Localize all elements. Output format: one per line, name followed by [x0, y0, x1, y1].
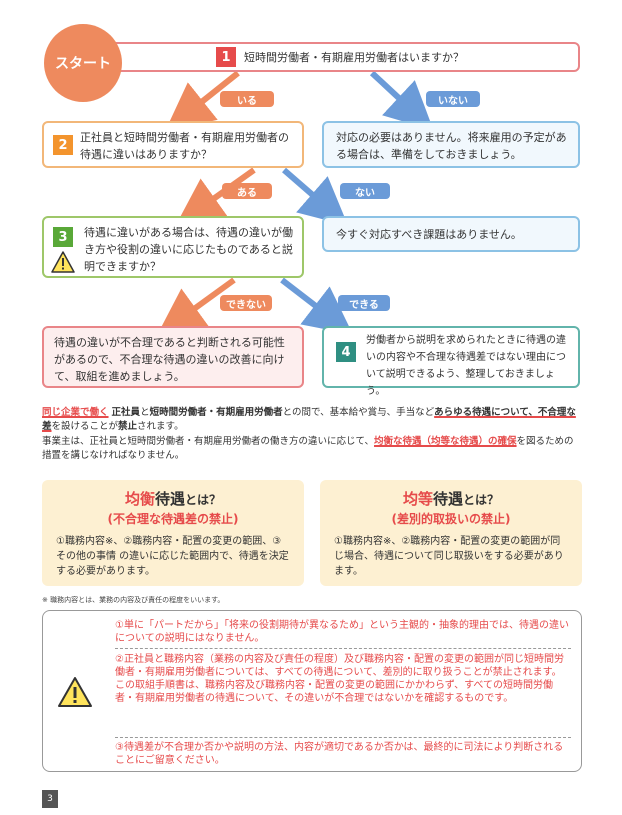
text-fragment: を設けることが — [51, 421, 119, 432]
warning-icon — [58, 677, 92, 707]
improve-result-text: 待遇の違いが不合理であると判断される可能性があるので、不合理な待遇の違いの改善に… — [54, 336, 285, 383]
kinkou-title: 均衡待遇とは？ — [56, 490, 290, 510]
kintou-title-rest: 待遇 — [432, 490, 463, 508]
note-divider — [115, 648, 571, 649]
same-company-phrase: 同じ企業で働く — [42, 407, 109, 418]
question-3-box: 3 待遇に違いがある場合は、待遇の違いが働き方や役割の違いに応じたものであると説… — [42, 216, 304, 278]
question-2-text: 正社員と短時間労働者・有期雇用労働者の待遇に違いはありますか？ — [80, 131, 289, 161]
kintou-subtitle: (差別的取扱いの禁止) — [391, 512, 511, 526]
arrow-icon — [369, 70, 434, 131]
kinkou-body: ①職務内容※、②職務内容・配置の変更の範囲、③その他の事情 の違いに応じた範囲内… — [56, 536, 289, 577]
page-number: 3 — [42, 790, 58, 808]
note-item-1: ①単に「パートだから」「将来の役割期待が異なるため」という主観的・抽象的理由では… — [115, 620, 569, 644]
arrow-icon — [156, 277, 236, 337]
note-divider — [115, 737, 571, 738]
question-1-box: 1 短時間労働者・有期雇用労働者はいますか？ — [110, 42, 580, 72]
no-difference-result-text: 今すぐ対応すべき課題はありません。 — [336, 227, 522, 241]
answer-q3-can: できる — [338, 295, 390, 311]
arrow-icon — [165, 70, 240, 131]
kintou-title-suffix: とは？ — [463, 493, 500, 507]
notes-box: ①単に「パートだから」「将来の役割期待が異なるため」という主観的・抽象的理由では… — [42, 610, 582, 772]
note-item-3: ③待遇差が不合理か否かや説明の方法、内容が適切であるか否かは、最終的に司法により… — [115, 742, 564, 766]
prohibited-term: 禁止 — [118, 421, 138, 432]
balanced-treatment-phrase: 均衡な待遇（均等な待遇）の確保 — [374, 436, 517, 447]
start-badge: スタート — [44, 24, 122, 102]
answer-q2-yes: ある — [222, 183, 272, 199]
text-fragment: されます。 — [137, 421, 184, 432]
kinkou-title-rest: 待遇 — [154, 490, 185, 508]
text-fragment: 事業主は、正社員と短時間労働者・有期雇用労働者の働き方の違いに応じて、 — [42, 436, 375, 447]
all-treatment-phrase: あらゆる待遇について、不合理な差 — [42, 407, 576, 432]
warning-icon — [51, 251, 75, 273]
footnote: ※ 職務内容とは、業務の内容及び責任の程度をいいます。 — [42, 596, 225, 604]
text-fragment: との間で、基本給や賞与、手当など — [282, 407, 435, 418]
text-fragment: と — [140, 407, 150, 418]
no-workers-result-text: 対応の必要はありません。将来雇用の予定がある場合は、準備をしておきましょう。 — [336, 131, 567, 161]
no-workers-result: 対応の必要はありません。将来雇用の予定がある場合は、準備をしておきましょう。 — [322, 121, 580, 168]
note-item-2: ②正社員と職務内容（業務の内容及び責任の程度）及び職務内容・配置の変更の範囲が同… — [115, 654, 564, 704]
question-2-box: 2 正社員と短時間労働者・有期雇用労働者の待遇に違いはありますか？ — [42, 121, 304, 168]
answer-q2-no: ない — [340, 183, 390, 199]
kinkou-box: 均衡待遇とは？ (不合理な待遇差の禁止) ①職務内容※、②職務内容・配置の変更の… — [42, 480, 304, 586]
step-number-1: 1 — [216, 47, 236, 67]
step-number-4: 4 — [336, 342, 356, 362]
kintou-body: ①職務内容※、②職務内容・配置の変更の範囲が同じ場合、待遇について同じ取扱いをす… — [334, 536, 564, 577]
arrow-icon — [280, 277, 354, 335]
answer-q3-cannot: できない — [220, 295, 272, 311]
question-3-text: 待遇に違いがある場合は、待遇の違いが働き方や役割の違いに応じたものであると説明で… — [84, 226, 293, 273]
step-number-3: 3 — [53, 227, 73, 247]
text-fragment: を図るための措置を講じなければなりません。 — [42, 436, 574, 461]
regular-employee-term: 正社員 — [111, 407, 141, 418]
kinkou-subtitle: (不合理な待遇差の禁止) — [107, 512, 239, 526]
question-4-text: 労働者から説明を求められたときに待遇の違いの内容や不合理な待遇差ではない理由につ… — [366, 335, 566, 397]
kinkou-title-suffix: とは？ — [185, 493, 222, 507]
intro-paragraph-1: 同じ企業で働く 正社員と短時間労働者・有期雇用労働者との間で、基本給や賞与、手当… — [42, 406, 582, 434]
step-number-2: 2 — [53, 135, 73, 155]
kintou-title-em: 均等 — [402, 490, 433, 508]
kinkou-title-em: 均衡 — [124, 490, 155, 508]
intro-paragraph-2: 事業主は、正社員と短時間労働者・有期雇用労働者の働き方の違いに応じて、均衡な待遇… — [42, 435, 582, 463]
kintou-title: 均等待遇とは？ — [334, 490, 568, 510]
question-1-text: 短時間労働者・有期雇用労働者はいますか？ — [244, 50, 464, 64]
no-difference-result: 今すぐ対応すべき課題はありません。 — [322, 216, 580, 252]
answer-q1-no: いない — [426, 91, 480, 107]
answer-q1-yes: いる — [220, 91, 274, 107]
kintou-box: 均等待遇とは？ (差別的取扱いの禁止) ①職務内容※、②職務内容・配置の変更の範… — [320, 480, 582, 586]
question-4-box: 4 労働者から説明を求められたときに待遇の違いの内容や不合理な待遇差ではない理由… — [322, 326, 580, 397]
improve-result: 待遇の違いが不合理であると判断される可能性があるので、不合理な待遇の違いの改善に… — [42, 326, 304, 388]
part-time-worker-term: 短時間労働者・有期雇用労働者 — [149, 407, 283, 418]
arrow-icon — [282, 167, 349, 226]
